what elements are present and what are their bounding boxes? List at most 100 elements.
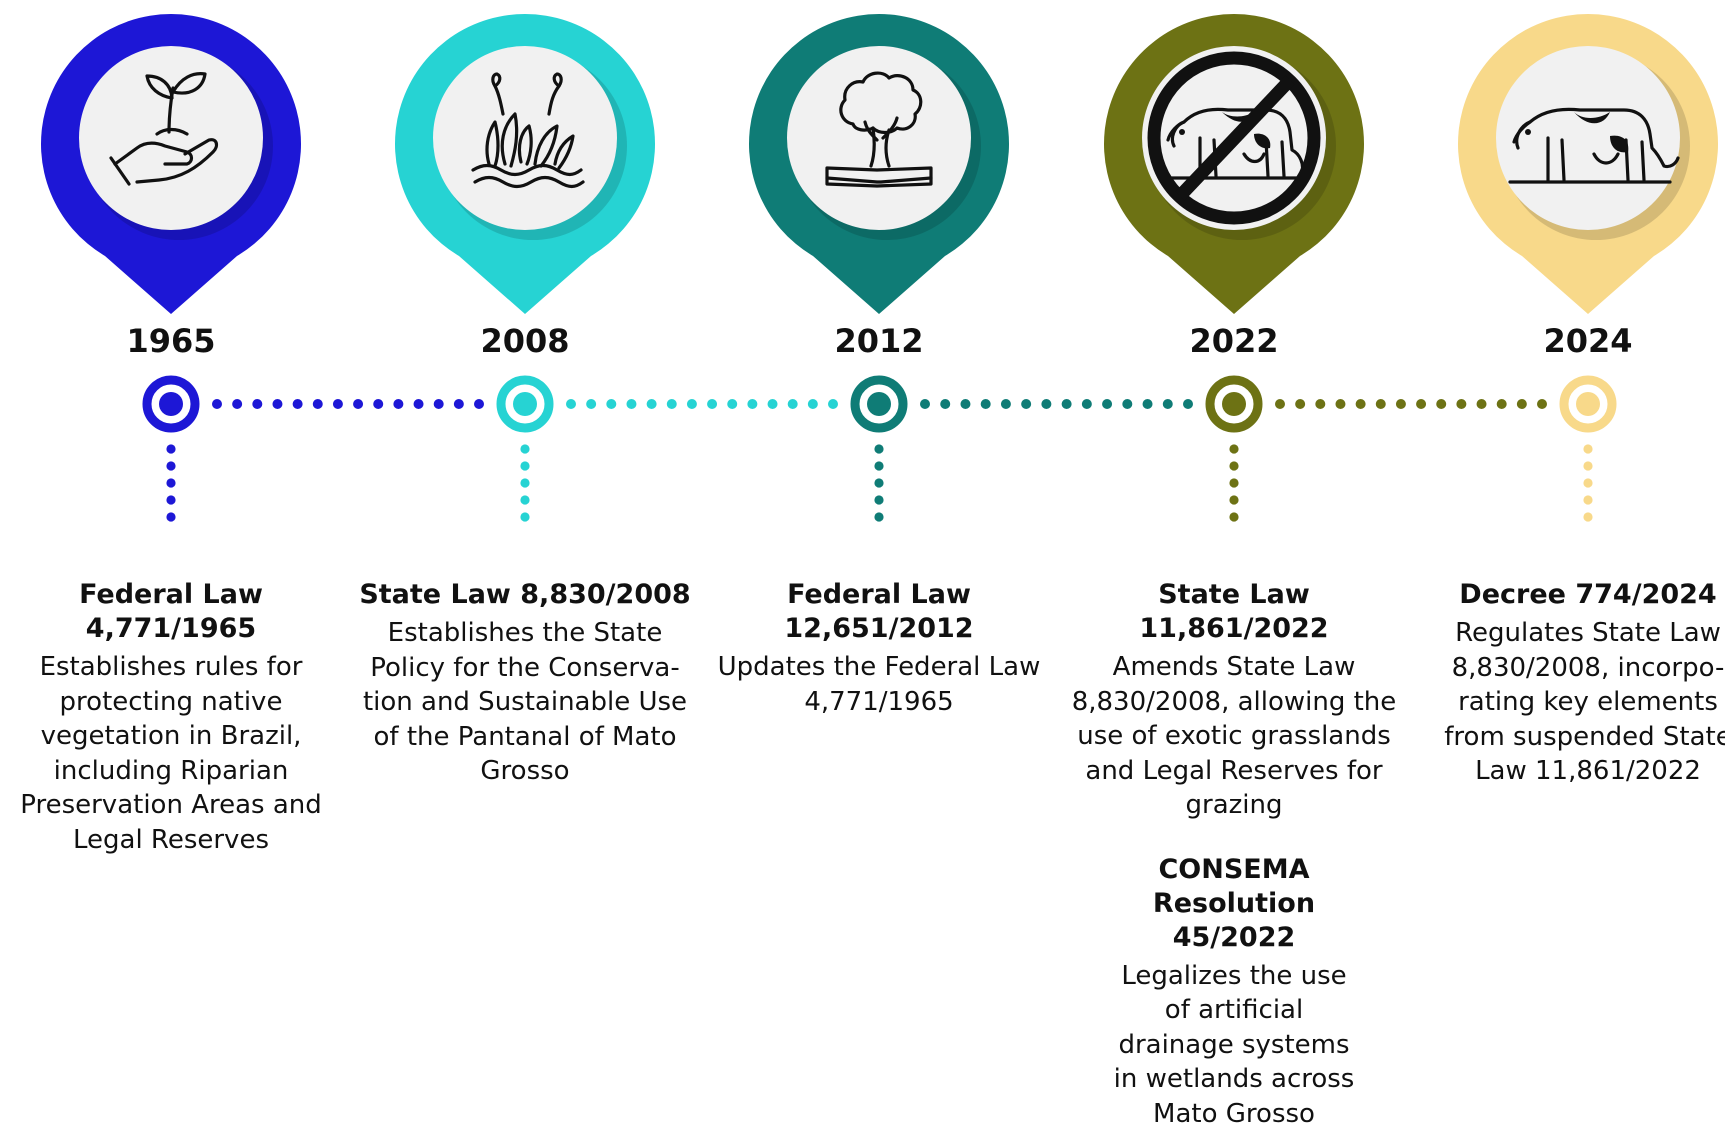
timeline-node-center	[867, 392, 891, 416]
connector-dot	[566, 399, 576, 409]
stem-dot	[520, 444, 529, 453]
year-label: 2012	[769, 322, 989, 360]
law-description: Amends State Law 8,830/2008, allowing th…	[1059, 650, 1409, 823]
stem-dot	[520, 512, 529, 521]
connector-dot	[1143, 399, 1153, 409]
connector-dot	[272, 399, 282, 409]
stem-dot	[166, 495, 175, 504]
stem-dot	[520, 461, 529, 470]
connector-dot	[474, 399, 484, 409]
law-description: Updates the Federal Law 4,771/1965	[704, 650, 1054, 719]
stem-dot	[1583, 444, 1592, 453]
year-label: 1965	[61, 322, 281, 360]
connector-dot	[828, 399, 838, 409]
resolution-title: CONSEMA Resolution 45/2022	[1059, 853, 1409, 955]
stem-dot	[1583, 478, 1592, 487]
connector-dot	[1082, 399, 1092, 409]
connector-dot	[1497, 399, 1507, 409]
connector-dot	[313, 399, 323, 409]
timeline-node-center	[513, 392, 537, 416]
year-label: 2024	[1478, 322, 1698, 360]
connector-dot	[293, 399, 303, 409]
connector-dot	[1315, 399, 1325, 409]
connector-dot	[1477, 399, 1487, 409]
law-description: Establishes rules for protecting native …	[0, 650, 346, 857]
timeline-node-center	[159, 392, 183, 416]
milestone-2012-text: Federal Law 12,651/2012 Updates the Fede…	[704, 578, 1054, 719]
stem-dot	[166, 478, 175, 487]
connector-dot	[647, 399, 657, 409]
connector-dot	[1376, 399, 1386, 409]
connector-dot	[960, 399, 970, 409]
connector-dot	[1436, 399, 1446, 409]
stem-dot	[1229, 495, 1238, 504]
connector-dot	[981, 399, 991, 409]
connector-dot	[1396, 399, 1406, 409]
connector-dot	[1295, 399, 1305, 409]
connector-dot	[353, 399, 363, 409]
connector-dot	[727, 399, 737, 409]
stem-dot	[1229, 478, 1238, 487]
stem-dot	[874, 444, 883, 453]
timeline-node-center	[1576, 392, 1600, 416]
pin-2022	[1104, 14, 1364, 314]
stem-dot	[874, 512, 883, 521]
pin-2008	[395, 14, 655, 314]
resolution-description: Legalizes the use of artificial drainage…	[1059, 959, 1409, 1131]
law-title: Decree 774/2024	[1413, 578, 1725, 612]
connector-dot	[1456, 399, 1466, 409]
connector-dot	[788, 399, 798, 409]
stem-dot	[520, 495, 529, 504]
connector-dot	[1275, 399, 1285, 409]
connector-dot	[1001, 399, 1011, 409]
law-description: Establishes the State Policy for the Con…	[350, 616, 700, 789]
milestone-2022-text: State Law 11,861/2022 Amends State Law 8…	[1059, 578, 1409, 1131]
connector-dot	[232, 399, 242, 409]
law-title: State Law 11,861/2022	[1059, 578, 1409, 646]
milestone-2008-text: State Law 8,830/2008 Establishes the Sta…	[350, 578, 700, 789]
pin-2024	[1458, 14, 1718, 314]
stem-dot	[166, 461, 175, 470]
connector-dot	[373, 399, 383, 409]
connector-dot	[1102, 399, 1112, 409]
stem-dot	[874, 495, 883, 504]
connector-dot	[1041, 399, 1051, 409]
connector-dot	[667, 399, 677, 409]
law-title: State Law 8,830/2008	[350, 578, 700, 612]
year-label: 2008	[415, 322, 635, 360]
connector-dot	[586, 399, 596, 409]
stem-dot	[1229, 444, 1238, 453]
connector-dot	[454, 399, 464, 409]
pin-2012	[749, 14, 1009, 314]
connector-dot	[212, 399, 222, 409]
stem-dot	[166, 444, 175, 453]
connector-dot	[606, 399, 616, 409]
connector-dot	[1183, 399, 1193, 409]
stem-dot	[520, 478, 529, 487]
milestone-2024-text: Decree 774/2024 Regulates State Law 8,83…	[1413, 578, 1725, 789]
timeline-node-center	[1222, 392, 1246, 416]
connector-dot	[1537, 399, 1547, 409]
stem-dot	[1583, 512, 1592, 521]
connector-dot	[393, 399, 403, 409]
milestone-1965-text: Federal Law 4,771/1965 Establishes rules…	[0, 578, 346, 857]
year-label: 2022	[1124, 322, 1344, 360]
connector-dot	[687, 399, 697, 409]
law-title: Federal Law 4,771/1965	[0, 578, 346, 646]
connector-dot	[808, 399, 818, 409]
law-title: Federal Law 12,651/2012	[704, 578, 1054, 646]
stem-dot	[1229, 461, 1238, 470]
connector-dot	[768, 399, 778, 409]
connector-dot	[940, 399, 950, 409]
connector-dot	[1416, 399, 1426, 409]
stem-dot	[1583, 495, 1592, 504]
connector-dot	[414, 399, 424, 409]
stem-dot	[874, 478, 883, 487]
connector-dot	[1122, 399, 1132, 409]
stem-dot	[1583, 461, 1592, 470]
connector-dot	[333, 399, 343, 409]
connector-dot	[1163, 399, 1173, 409]
stem-dot	[874, 461, 883, 470]
connector-dot	[434, 399, 444, 409]
connector-dot	[1517, 399, 1527, 409]
